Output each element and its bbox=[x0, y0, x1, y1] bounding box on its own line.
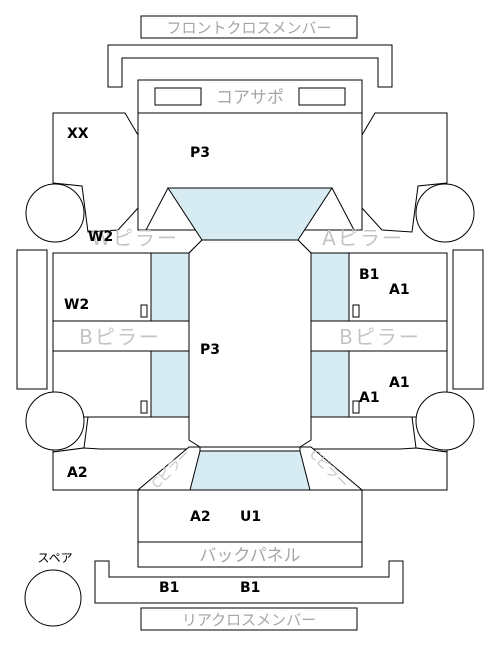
code-rear-left: A2 bbox=[67, 465, 88, 481]
left-front-door-handle bbox=[140, 304, 148, 318]
rear-cross-member-box[interactable] bbox=[140, 607, 358, 631]
left-front-side-glass[interactable] bbox=[150, 252, 190, 322]
right-front-side-glass[interactable] bbox=[310, 252, 350, 322]
rear-glass[interactable] bbox=[189, 450, 311, 491]
spare-tire[interactable] bbox=[24, 569, 82, 627]
left-rear-side-glass[interactable] bbox=[150, 350, 190, 418]
code-w-area: W2 bbox=[88, 229, 113, 245]
code-right-rear-door-a: A1 bbox=[389, 375, 410, 391]
b-pillar-right-label: Bピラー bbox=[339, 325, 421, 349]
code-right-front-door-a: A1 bbox=[389, 282, 410, 298]
windshield[interactable] bbox=[167, 187, 333, 241]
right-front-door-handle bbox=[352, 304, 360, 318]
core-support-label: コアサポ bbox=[216, 88, 284, 108]
a-pillar-line bbox=[331, 187, 355, 231]
code-right-rear-door-b: A1 bbox=[359, 390, 380, 406]
right-b-pillar[interactable] bbox=[310, 320, 448, 352]
code-rear-member-right: B1 bbox=[240, 580, 260, 596]
b-pillar-left-label: Bピラー bbox=[79, 325, 161, 349]
a-pillar-label: Aピラー bbox=[322, 226, 404, 250]
rear-cross-member-bracket[interactable] bbox=[94, 560, 404, 604]
rear-right-wheel[interactable] bbox=[415, 391, 475, 451]
front-cross-member-bracket[interactable] bbox=[107, 44, 393, 88]
front-cross-member-label: フロントクロスメンバー bbox=[166, 19, 331, 37]
right-side-skirt[interactable] bbox=[452, 249, 484, 390]
left-side-skirt[interactable] bbox=[16, 249, 48, 390]
code-rear-member-left: B1 bbox=[159, 580, 179, 596]
w-pillar-label: Wピラー bbox=[91, 226, 179, 250]
rear-cross-member-label: リアクロスメンバー bbox=[182, 611, 316, 629]
code-trunk-left: A2 bbox=[190, 509, 211, 525]
code-roof: P3 bbox=[200, 342, 220, 358]
code-hood: P3 bbox=[190, 145, 210, 161]
core-support-right-slot bbox=[298, 87, 346, 106]
trunk-lid[interactable] bbox=[137, 489, 363, 543]
code-right-front-door-b: B1 bbox=[359, 267, 379, 283]
right-rear-door-handle bbox=[352, 400, 360, 414]
code-trunk-right: U1 bbox=[240, 509, 261, 525]
front-right-wheel[interactable] bbox=[415, 183, 475, 243]
code-front-left: XX bbox=[67, 126, 89, 142]
code-left-front-door: W2 bbox=[64, 297, 89, 313]
front-cross-member-box[interactable] bbox=[140, 15, 358, 39]
front-left-wheel[interactable] bbox=[25, 183, 85, 243]
back-panel-label: バックパネル bbox=[199, 546, 300, 566]
spare-label: スペア bbox=[37, 551, 72, 565]
right-rear-side-glass[interactable] bbox=[310, 350, 350, 418]
core-support-left-slot bbox=[154, 87, 202, 106]
left-rear-door-handle bbox=[140, 400, 148, 414]
left-front-fender[interactable] bbox=[52, 112, 139, 233]
w-pillar-line bbox=[145, 187, 169, 231]
back-panel-box[interactable] bbox=[137, 541, 363, 568]
rear-left-wheel[interactable] bbox=[25, 391, 85, 451]
